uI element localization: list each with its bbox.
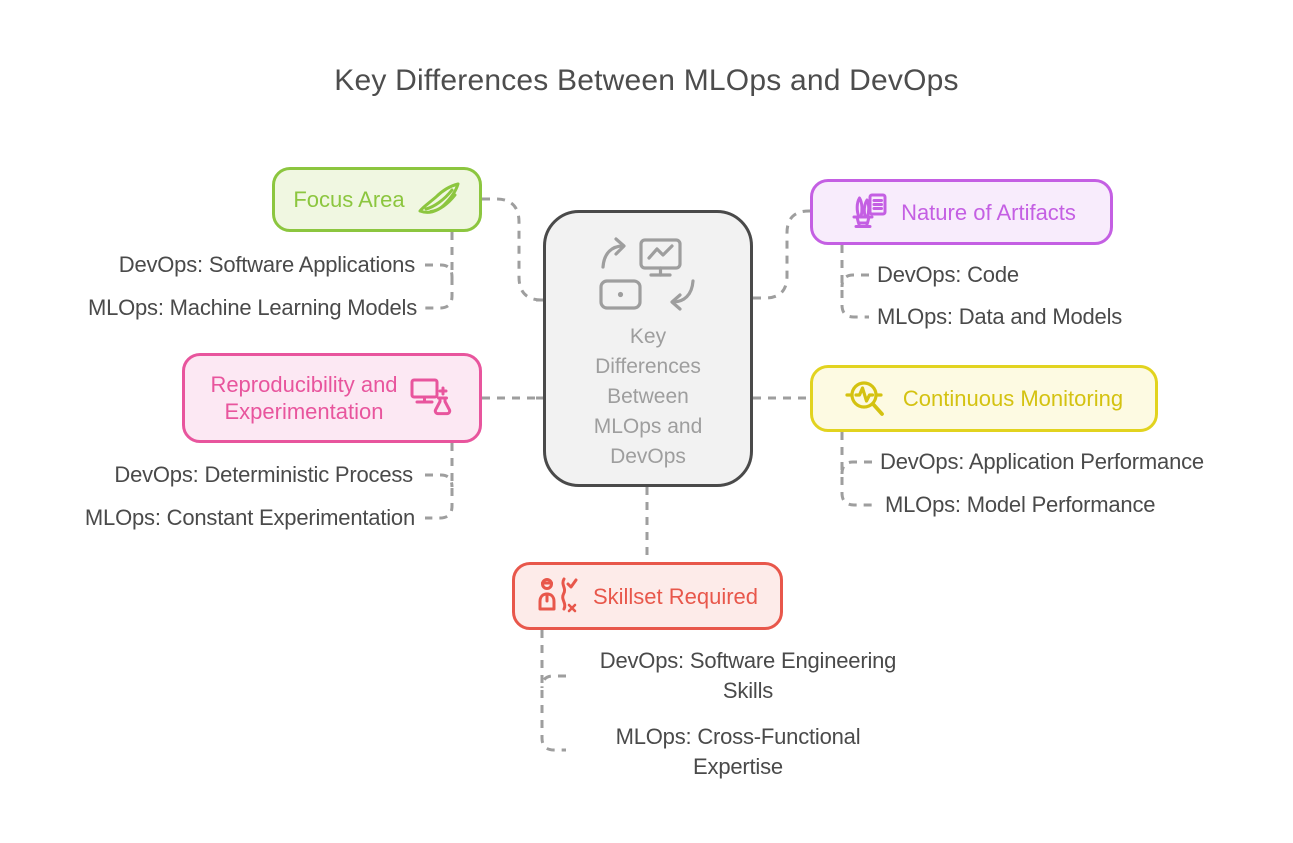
leaf-focus-mlops: MLOps: Machine Learning Models xyxy=(87,295,417,320)
connector-nature-center xyxy=(753,209,810,300)
central-node-label: Key Differences Between MLOps and DevOps xyxy=(593,325,703,468)
leaf-cont-devops: DevOps: Application Performance xyxy=(880,449,1204,474)
branch-label-reproducibility: Reproducibility and Experimentation xyxy=(210,372,398,424)
branch-node-continuous-monitoring: Continuous Monitoring xyxy=(810,365,1158,432)
connector-focus-center xyxy=(482,197,543,302)
leaf-cont-mlops: MLOps: Model Performance xyxy=(885,492,1156,517)
devops-cycle-icon xyxy=(596,237,700,316)
leaf-nature-devops: DevOps: Code xyxy=(877,262,1019,287)
diagram-title: Key Differences Between MLOps and DevOps xyxy=(334,64,959,97)
branch-node-focus-area: Focus Area xyxy=(272,167,482,232)
person-decision-icon xyxy=(537,576,581,616)
leaf-skill-mlops: MLOps: Cross-Functional Expertise xyxy=(615,724,861,779)
branch-label-focus-area: Focus Area xyxy=(293,187,405,212)
connector-skill-child1 xyxy=(540,674,566,689)
monitor-flask-icon xyxy=(410,377,454,419)
magnifier-pulse-icon xyxy=(845,378,891,420)
branch-label-nature-of-artifacts: Nature of Artifacts xyxy=(901,199,1076,225)
connector-repro-child1 xyxy=(425,473,454,488)
branch-label-continuous-monitoring: Continuous Monitoring xyxy=(902,386,1124,411)
connector-nature-child1 xyxy=(840,273,869,288)
leaf-repro-mlops: MLOps: Constant Experimentation xyxy=(84,505,415,530)
book-pages-icon xyxy=(417,180,461,220)
connector-skill-children xyxy=(540,630,566,752)
branch-node-reproducibility: Reproducibility and Experimentation xyxy=(182,353,482,443)
central-node: Key Differences Between MLOps and DevOps xyxy=(543,210,753,487)
connector-repro-children xyxy=(425,443,454,520)
connector-cont-child1 xyxy=(840,460,872,475)
leaf-focus-devops: DevOps: Software Applications xyxy=(118,252,415,277)
sculpture-document-icon xyxy=(847,191,889,233)
branch-node-nature-of-artifacts: Nature of Artifacts xyxy=(810,179,1113,245)
connector-cont-children xyxy=(840,432,872,507)
leaf-nature-mlops: MLOps: Data and Models xyxy=(877,304,1123,329)
branch-label-skillset-required: Skillset Required xyxy=(592,583,759,609)
connector-nature-children xyxy=(840,245,869,319)
connector-focus-child1 xyxy=(425,263,454,278)
leaf-repro-devops: DevOps: Deterministic Process xyxy=(114,462,413,487)
branch-node-skillset-required: Skillset Required xyxy=(512,562,783,630)
leaf-skill-devops: DevOps: Software Engineering Skills xyxy=(599,648,897,703)
connector-focus-children xyxy=(425,232,454,310)
